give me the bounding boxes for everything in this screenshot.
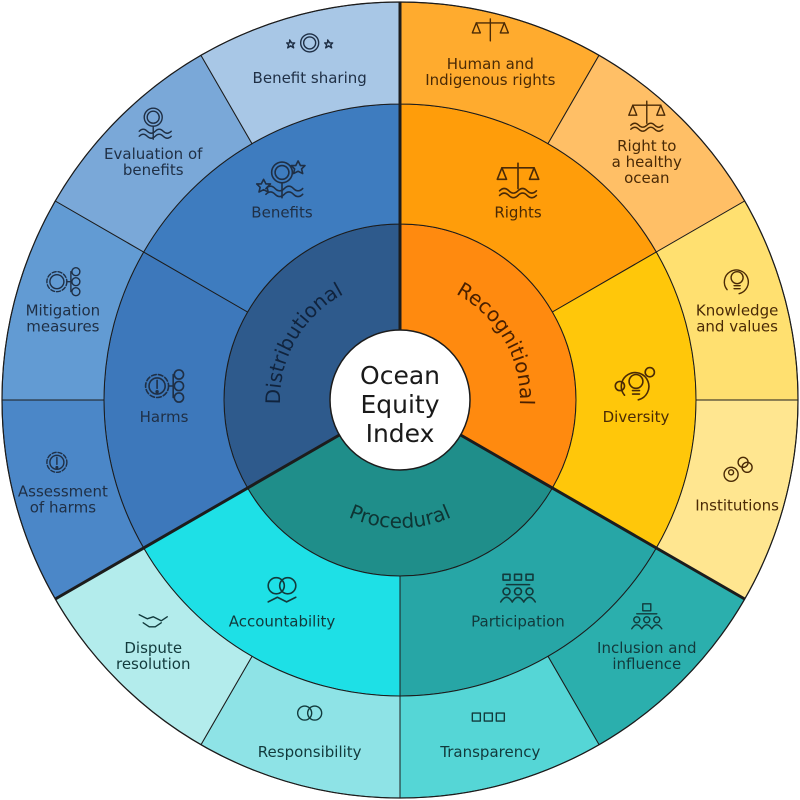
institutions-icon	[723, 456, 753, 483]
indicator-label: Knowledge	[696, 302, 778, 320]
hierarchy-icon	[631, 603, 663, 630]
dimension-divider	[54, 433, 341, 601]
indicator-label: Mitigation	[26, 302, 101, 320]
component-label: Accountability	[229, 612, 336, 630]
process-flow-icon	[471, 712, 506, 722]
indicator-label: measures	[26, 318, 99, 336]
indicator-label: Responsibility	[258, 743, 362, 761]
indicator-label: Evaluation of	[104, 145, 203, 163]
dimension-divider	[459, 433, 746, 601]
center-title-line-1: Ocean	[360, 361, 440, 390]
indicator-label: Human and	[447, 55, 534, 73]
diversity-icon	[614, 366, 656, 401]
participation-icon	[499, 573, 537, 603]
benefits-icon	[255, 160, 306, 199]
indicator-label: Assessment	[18, 482, 108, 500]
indicator-label: Dispute	[124, 639, 182, 657]
component-label: Diversity	[603, 408, 670, 426]
center-circle	[329, 329, 471, 471]
indicator-label: Inclusion and	[597, 639, 697, 657]
indicator-label: of harms	[30, 498, 96, 516]
benefit-sharing-icon	[285, 33, 334, 53]
handshake-icon	[138, 614, 168, 628]
indicator-label: resolution	[116, 655, 190, 673]
harms-icon	[144, 369, 185, 403]
indicator-label: a healthy	[612, 153, 682, 171]
lightbulb-icon	[723, 269, 750, 295]
component-label: Rights	[494, 204, 541, 222]
indicator-label: Right to	[617, 137, 676, 155]
speech-bubbles-icon	[296, 705, 323, 721]
rights-icon	[496, 162, 540, 199]
mitigation-icon	[46, 266, 81, 297]
indicator-label: ocean	[624, 169, 669, 187]
indicator-label: benefits	[123, 161, 184, 179]
indicator-label: and values	[696, 318, 778, 336]
indicator-label: Transparency	[439, 743, 540, 761]
indicator-label: Indigenous rights	[425, 71, 555, 89]
indicator-label: Institutions	[695, 496, 779, 514]
component-label: Participation	[471, 612, 565, 630]
center-title-line-3: Index	[366, 419, 435, 448]
assessment-gear-icon	[46, 451, 68, 474]
component-label: Benefits	[251, 204, 313, 222]
indicator-label: Benefit sharing	[253, 69, 367, 87]
accountability-icon	[267, 576, 297, 603]
scales-water-icon	[628, 100, 666, 132]
fist-scales-icon	[471, 18, 510, 42]
indicator-label: influence	[612, 655, 681, 673]
center-hub: Ocean Equity Index	[329, 329, 471, 471]
center-title-line-2: Equity	[360, 390, 439, 419]
component-label: Harms	[140, 408, 189, 426]
evaluation-icon	[138, 107, 172, 140]
